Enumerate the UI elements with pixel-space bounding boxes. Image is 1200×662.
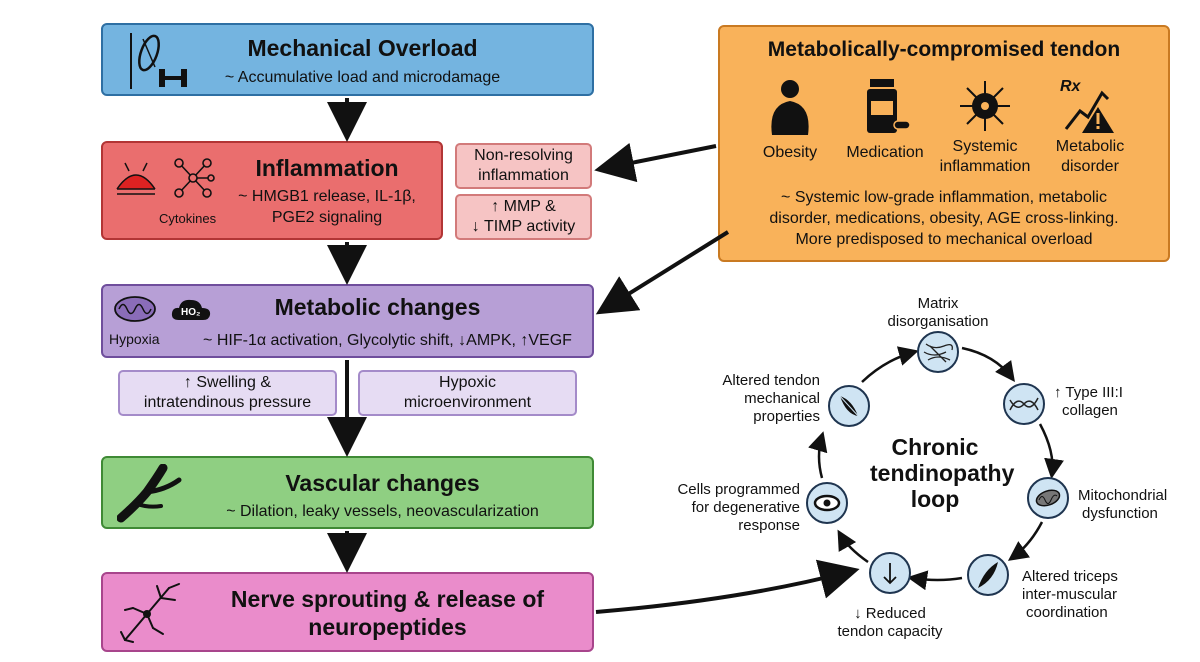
obesity-label: Obesity: [762, 144, 818, 161]
loop-arrow-1: [961, 346, 1015, 383]
rx-label: Rx: [1060, 78, 1081, 95]
fibers-icon: [923, 343, 953, 363]
loop-arrow-3: [1007, 521, 1044, 561]
mmp-timp-box: ↑ MMP & ↓ TIMP activity: [455, 194, 592, 240]
nerve-title-2: neuropeptides: [308, 614, 467, 640]
muscle-dumbbell-icon: [130, 33, 187, 89]
arrow-nerve-to-loop: [595, 559, 860, 614]
node-matrix-label-1: Matrix: [917, 295, 959, 312]
hypoxic-microenvironment-box: Hypoxic microenvironment: [358, 370, 577, 416]
node-tendon-label-3: properties: [753, 408, 820, 425]
arrow-compromised-to-metabolic: [595, 230, 730, 315]
inflammation-title: Inflammation: [255, 155, 399, 181]
mitochondria-icon: [114, 296, 156, 322]
tendon-node-icon: [837, 393, 861, 419]
metabolic-changes-subtitle: ~ HIF-1α activation, Glycolytic shift, ↓…: [203, 332, 572, 349]
vascular-changes-title: Vascular changes: [285, 470, 480, 496]
swelling-box: ↑ Swelling & intratendinous pressure: [118, 370, 337, 416]
mechanical-overload-title: Mechanical Overload: [247, 35, 478, 61]
compromised-desc-3: More predisposed to mechanical overload: [795, 231, 1093, 248]
mitochondria-node-icon: [1035, 489, 1061, 507]
virus-icon: [960, 81, 1010, 131]
node-matrix: [917, 331, 959, 373]
systemic-label-2: inflammation: [939, 158, 1031, 175]
arrow-compromised-to-inflammation: [594, 142, 717, 183]
vascular-changes-box: Vascular changes ~ Dilation, leaky vesse…: [101, 456, 594, 529]
metabolically-compromised-tendon-box: Metabolically-compromised tendon Rx Obes…: [718, 25, 1170, 262]
loop-arrow-4: [907, 570, 963, 591]
non-resolving-inflammation-box: Non-resolving inflammation: [455, 143, 592, 189]
inflammation-subtitle-2: PGE2 signaling: [271, 209, 383, 226]
warning-icon: [1064, 90, 1114, 133]
medication-label: Medication: [846, 144, 924, 161]
node-mitochondrial-label-2: dysfunction: [1082, 505, 1158, 522]
cytokines-label: Cytokines: [159, 211, 217, 226]
node-tendon-label-1: Altered tendon: [722, 372, 820, 389]
node-reduced-label-1: ↓ Reduced: [854, 605, 926, 622]
mechanical-overload-box: Mechanical Overload ~ Accumulative load …: [101, 23, 594, 96]
metabolic-disorder-label-2: disorder: [1061, 158, 1119, 175]
metabolic-disorder-label-1: Metabolic: [1055, 138, 1125, 155]
helix-icon: [1009, 397, 1039, 411]
inflamed-tissue-icon: [116, 162, 156, 195]
nerve-sprouting-box: Nerve sprouting & release of neuropeptid…: [101, 572, 594, 652]
compromised-desc-2: disorder, medications, obesity, AGE cros…: [769, 210, 1119, 227]
vascular-changes-subtitle: ~ Dilation, leaky vessels, neovasculariz…: [226, 503, 539, 520]
neuron-icon: [120, 583, 180, 643]
non-resolving-line-1: Non-resolving: [474, 147, 573, 164]
compromised-desc-1: ~ Systemic low-grade inflammation, metab…: [781, 189, 1107, 206]
down-arrow-node-icon: [883, 563, 897, 585]
metabolic-changes-box: Metabolic changes ~ HIF-1α activation, G…: [101, 284, 594, 358]
node-mitochondrial-label-1: Mitochondrial: [1078, 487, 1168, 504]
cytokines-molecule-icon: [174, 158, 215, 198]
metabolic-changes-title: Metabolic changes: [274, 294, 481, 320]
node-triceps-label-2: inter-muscular: [1022, 586, 1118, 603]
hypoxia-label: Hypoxia: [109, 331, 160, 347]
node-collagen-label-1: ↑ Type III:I: [1054, 384, 1123, 401]
mechanical-overload-subtitle: ~ Accumulative load and microdamage: [224, 69, 501, 86]
loop-title-3: loop: [910, 486, 960, 512]
node-tendon-label-2: mechanical: [744, 390, 820, 407]
node-matrix-label-2: disorganisation: [887, 313, 989, 330]
pill-bottle-icon: [867, 79, 910, 133]
nerve-title-1: Nerve sprouting & release of: [230, 586, 545, 612]
hypoxic-line-2: microenvironment: [403, 394, 532, 411]
cloud-label: HO₂: [181, 307, 201, 318]
cloud-icon: [171, 299, 211, 320]
hypoxic-line-1: Hypoxic: [439, 374, 496, 391]
person-icon: [771, 80, 809, 135]
cell-node-icon: [813, 494, 841, 512]
muscle-node-icon: [978, 562, 998, 588]
loop-title-1: Chronic: [891, 434, 979, 460]
node-cells-label-2: for degenerative: [691, 499, 800, 516]
mmp-line-1: ↑ MMP &: [491, 198, 556, 215]
node-reduced-label-2: tendon capacity: [837, 623, 943, 640]
blood-vessel-icon: [117, 464, 182, 523]
node-cells-label-1: Cells programmed: [677, 481, 800, 498]
loop-arrow-7: [861, 346, 919, 383]
inflammation-box: Inflammation ~ HMGB1 release, IL-1β, PGE…: [101, 141, 443, 240]
node-collagen-label-2: collagen: [1062, 402, 1118, 419]
loop-arrow-6: [808, 431, 828, 479]
swelling-line-2: intratendinous pressure: [143, 394, 312, 411]
swelling-line-1: ↑ Swelling &: [183, 374, 272, 391]
compromised-title: Metabolically-compromised tendon: [767, 38, 1121, 61]
node-triceps-label-3: coordination: [1026, 604, 1108, 621]
node-cells-label-3: response: [738, 517, 800, 534]
node-triceps-label-1: Altered triceps: [1022, 568, 1118, 585]
loop-arrow-2: [1038, 423, 1064, 479]
inflammation-subtitle-1: ~ HMGB1 release, IL-1β,: [238, 188, 416, 205]
systemic-label-1: Systemic: [952, 138, 1018, 155]
mmp-line-2: ↓ TIMP activity: [471, 218, 576, 235]
non-resolving-line-2: inflammation: [478, 167, 569, 184]
loop-arrow-5: [837, 529, 869, 564]
loop-title-2: tendinopathy: [870, 460, 1015, 486]
